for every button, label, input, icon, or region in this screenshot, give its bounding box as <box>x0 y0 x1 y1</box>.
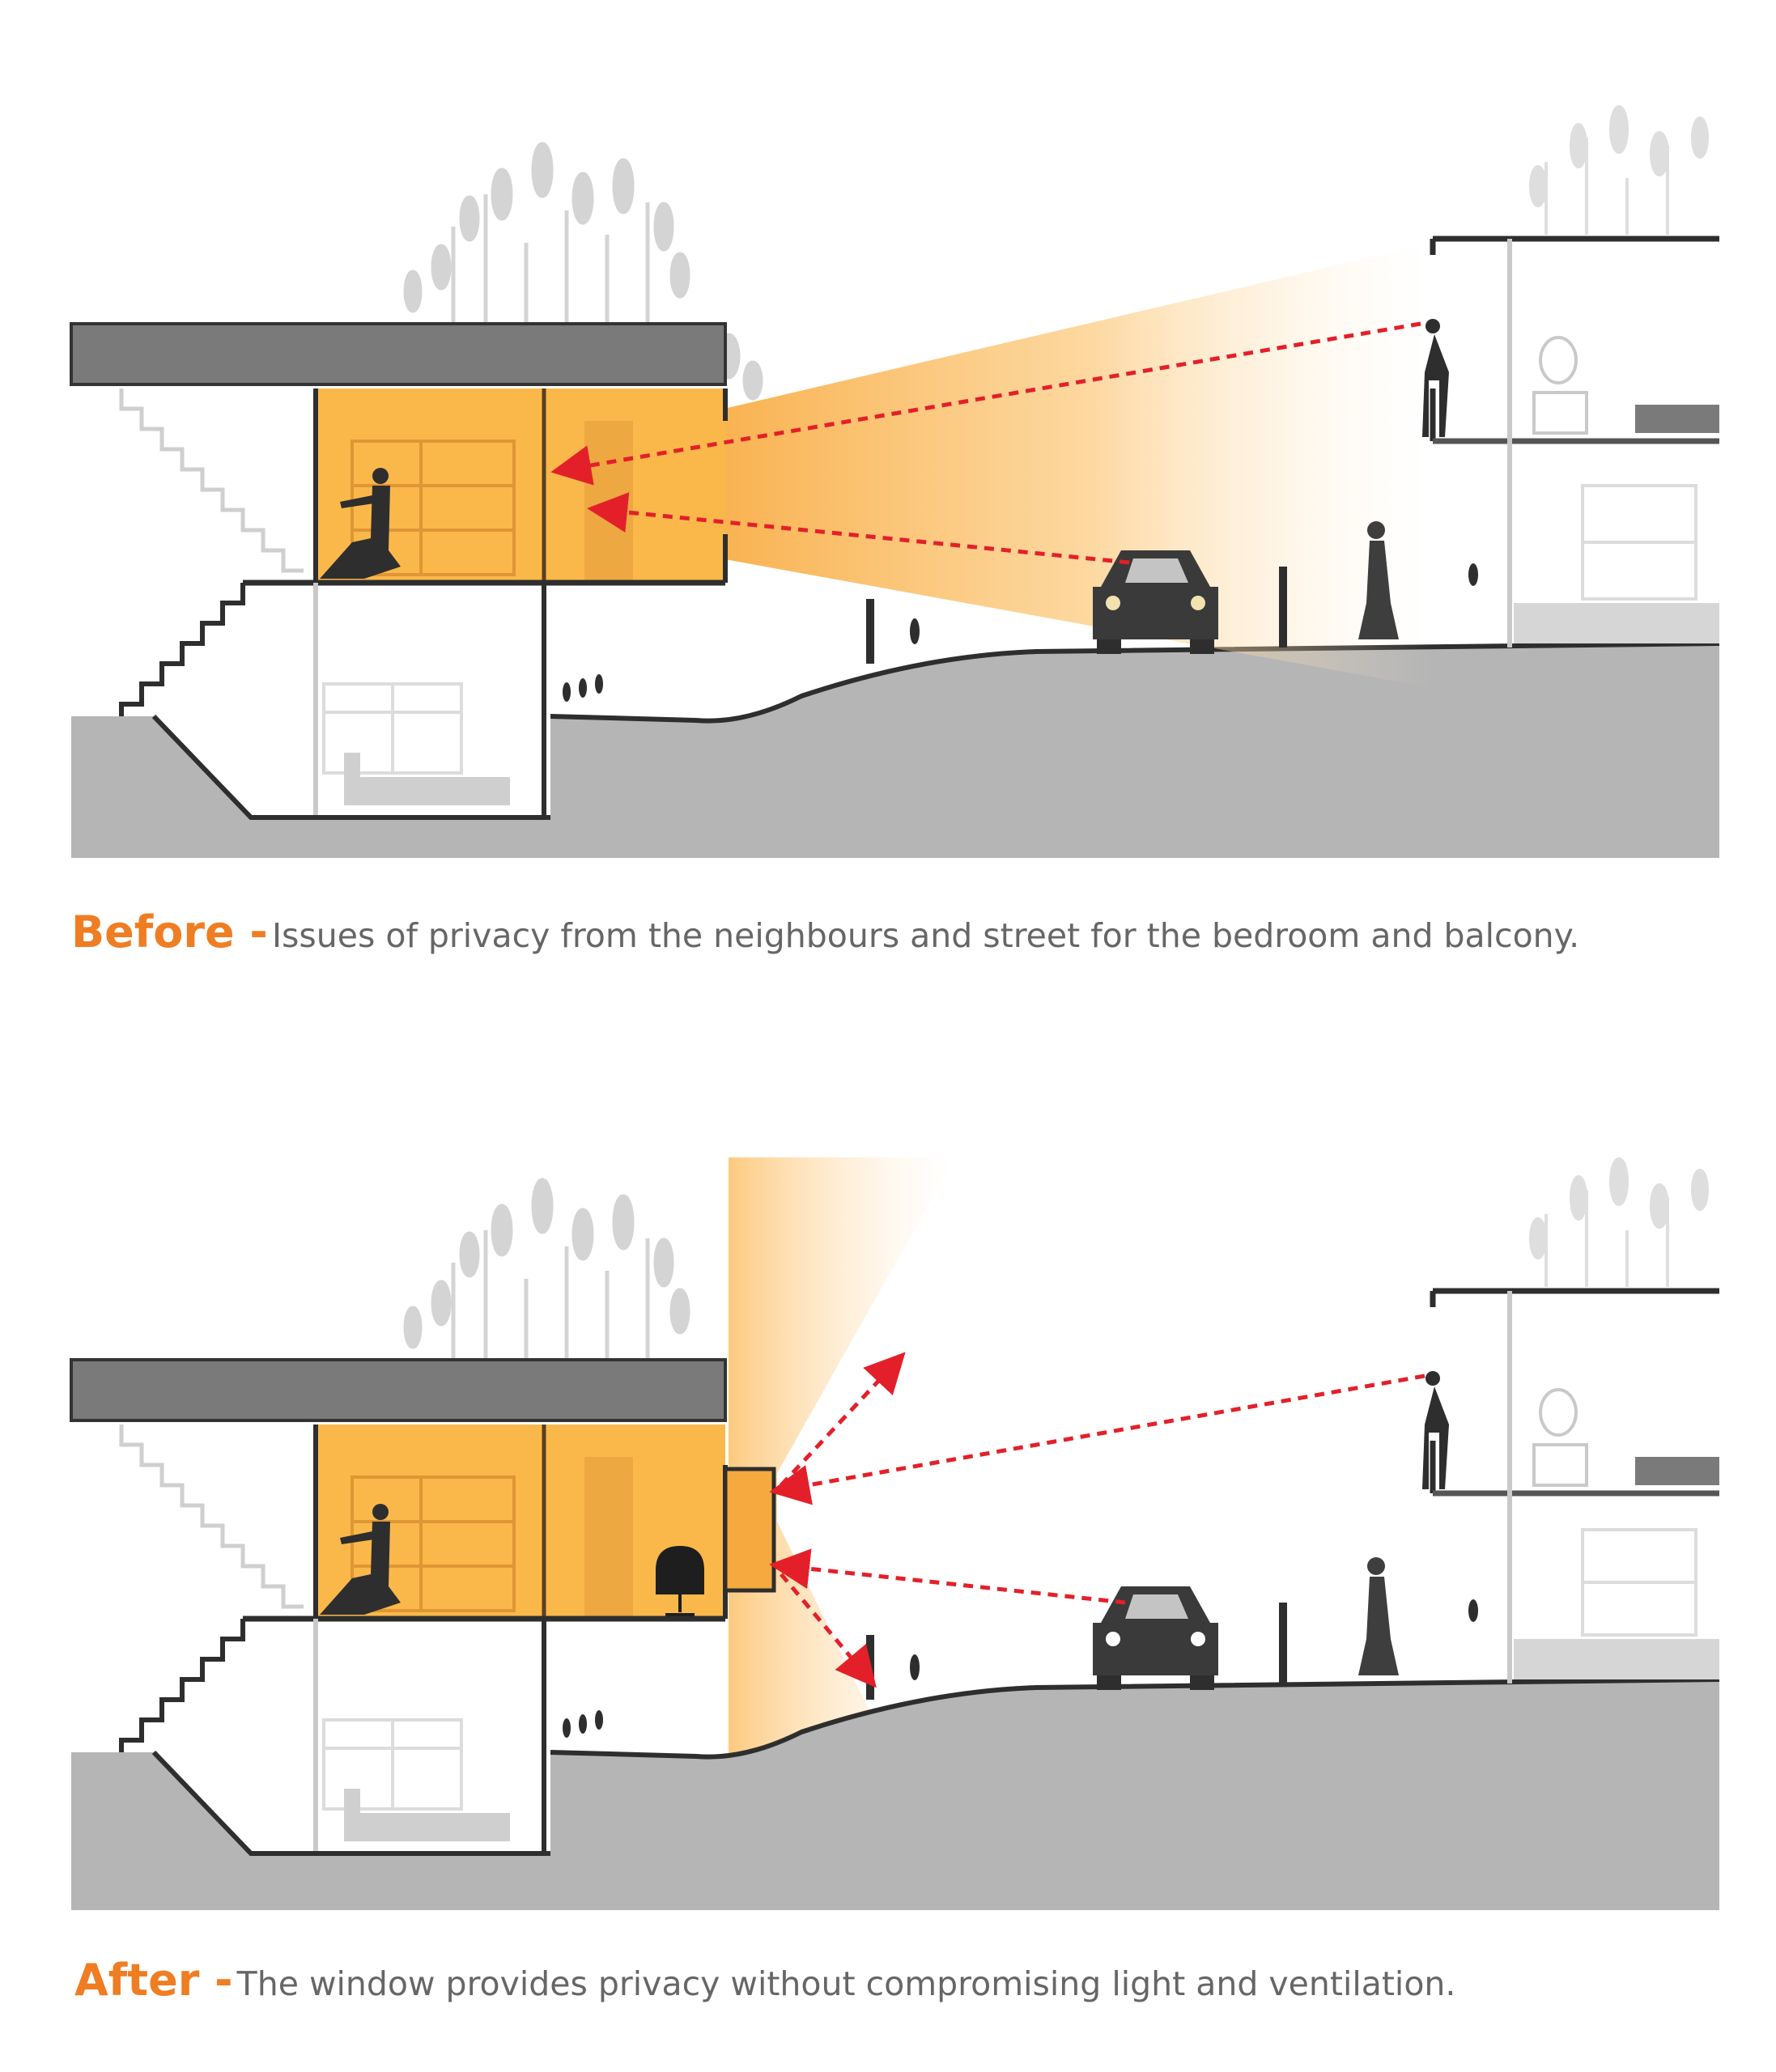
staircase <box>119 388 304 573</box>
post <box>866 599 874 664</box>
staircase <box>119 1619 245 1752</box>
after-panel: After - The window provides privacy with… <box>0 1036 1776 2072</box>
bed-icon <box>344 1789 510 1841</box>
sightline <box>769 1374 1425 1505</box>
tree-icon <box>1529 1157 1709 1287</box>
privacy-window <box>723 1467 776 1593</box>
person-icon <box>1422 319 1449 437</box>
post <box>866 1635 874 1700</box>
plant-icon <box>563 563 1478 702</box>
post <box>1279 567 1287 648</box>
sightline <box>769 1548 1126 1605</box>
plant-icon <box>563 1599 1478 1738</box>
before-label: Before - <box>71 906 268 957</box>
tree-icon <box>403 1178 690 1360</box>
neighbour-house <box>1422 1288 1719 1684</box>
deflected-sightline <box>780 1573 877 1688</box>
roof-slab <box>70 322 727 386</box>
neighbour-house <box>1422 236 1719 648</box>
car-icon <box>1093 1586 1218 1690</box>
ground <box>71 643 1719 858</box>
light-column <box>729 1157 955 1886</box>
before-caption: Before - Issues of privacy from the neig… <box>71 911 1579 954</box>
bed-icon <box>1635 405 1719 433</box>
sightline <box>587 492 1130 565</box>
light-beam <box>672 243 1433 688</box>
after-label: After - <box>74 1955 233 2006</box>
roof-slab <box>70 1358 727 1422</box>
after-caption: After - The window provides privacy with… <box>74 1959 1455 2002</box>
sightline <box>550 321 1421 486</box>
chair-icon <box>656 1546 704 1616</box>
before-panel: Before - Issues of privacy from the neig… <box>70 105 1720 954</box>
door <box>584 421 633 583</box>
ground <box>71 1679 1719 1910</box>
person-icon <box>1358 1557 1399 1675</box>
after-section-diagram <box>70 1157 1720 1910</box>
staircase <box>119 1424 304 1609</box>
ground-line <box>550 1677 1720 1760</box>
bookshelf-icon <box>322 1718 463 1811</box>
tree-icon <box>1529 105 1709 235</box>
bookshelf-icon <box>1581 1528 1697 1637</box>
door <box>584 1457 633 1619</box>
staircase <box>119 583 245 716</box>
deflected-sightline <box>780 1352 906 1487</box>
post <box>1279 1603 1287 1684</box>
bookshelf-icon <box>322 682 463 775</box>
ground-line <box>550 641 1720 724</box>
person-icon <box>1422 1371 1449 1489</box>
bed-icon <box>344 753 510 805</box>
before-text: Issues of privacy from the neighbours an… <box>271 916 1580 955</box>
car-icon <box>1093 550 1218 654</box>
bed-icon <box>1635 1457 1719 1485</box>
after-text: The window provides privacy without comp… <box>236 1964 1456 2003</box>
before-section-diagram <box>70 105 1720 858</box>
mirror-icon <box>1532 336 1588 435</box>
tree-icon <box>403 142 763 401</box>
bookshelf-icon <box>1581 484 1697 601</box>
person-icon <box>1358 521 1399 639</box>
person-icon <box>320 468 401 579</box>
person-icon <box>320 1504 401 1615</box>
mirror-icon <box>1532 1388 1588 1487</box>
